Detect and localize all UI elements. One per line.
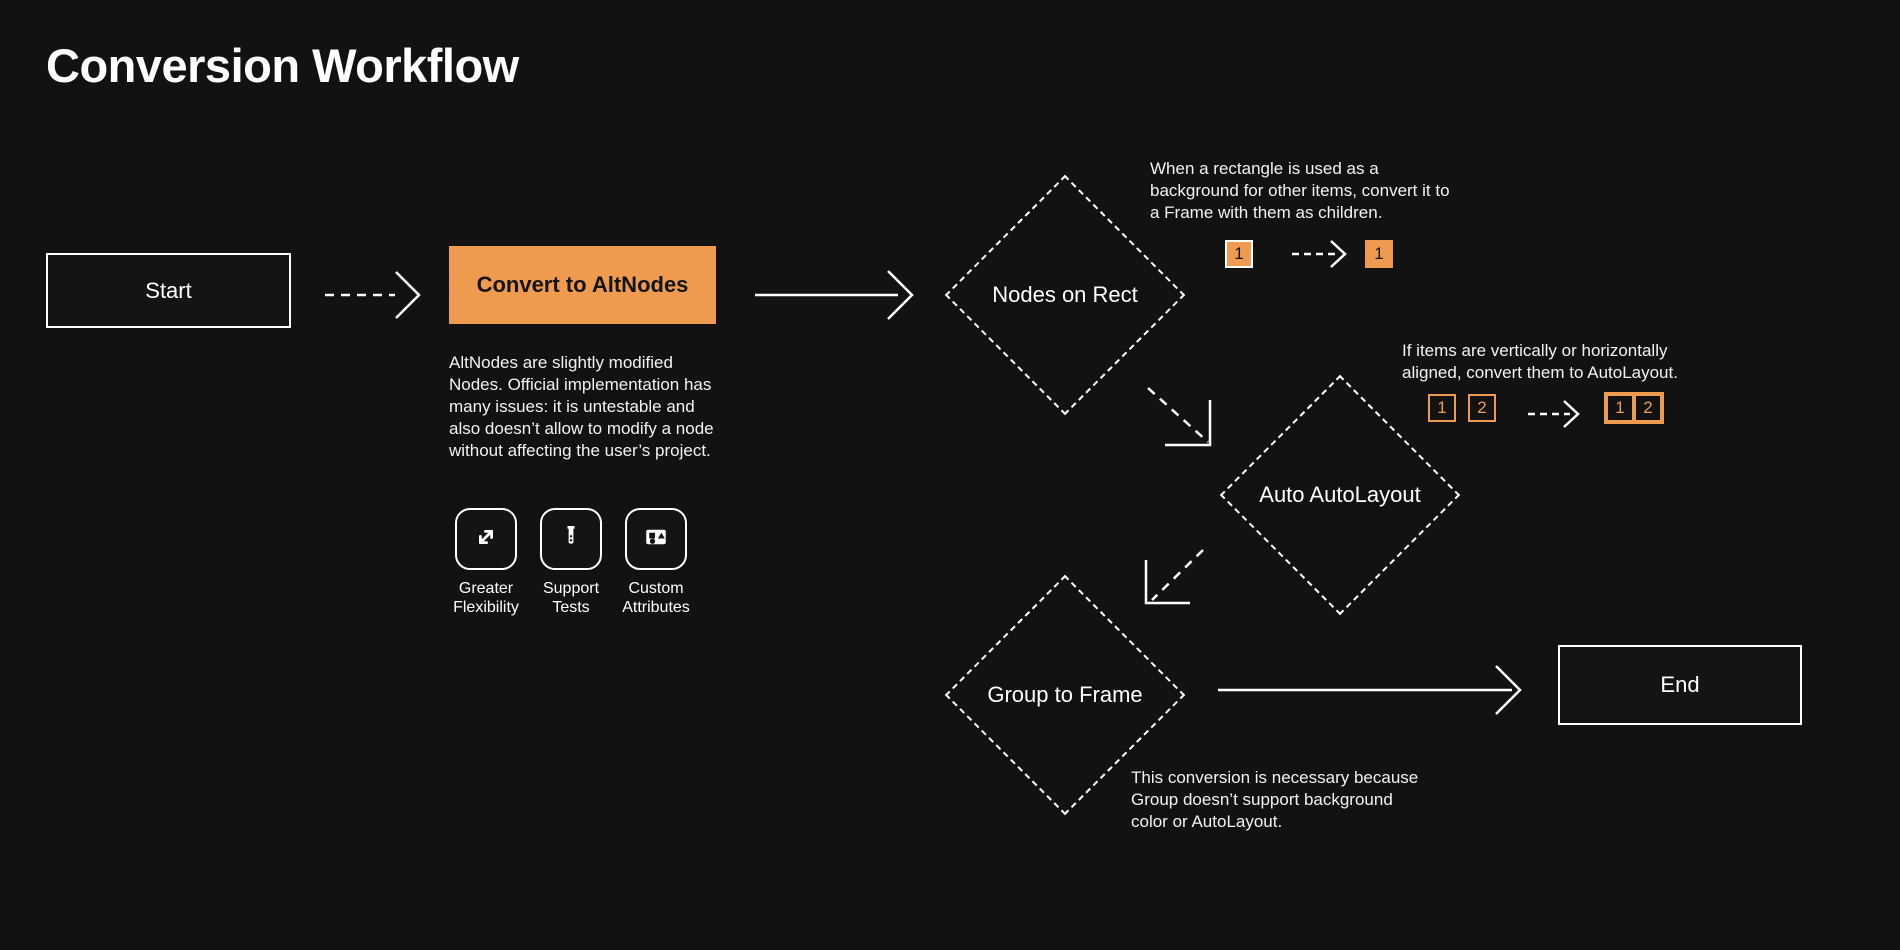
feature-chip [625,508,687,570]
expand-arrows-icon [471,522,501,557]
node-group-to-frame[interactable]: Group to Frame [944,574,1186,816]
annotation-group-to-frame: This conversion is necessary because Gro… [1131,768,1419,831]
node-auto-autolayout-label: Auto AutoLayout [1259,482,1421,507]
node-nodes-on-rect-label: Nodes on Rect [992,282,1138,307]
node-convert-to-altnodes[interactable]: Convert to AltNodes [449,246,716,324]
badge-before-1: 1 [1428,394,1456,422]
node-start-label: Start [145,277,192,303]
node-start[interactable]: Start [46,253,291,328]
feature-label: Support Tests [542,580,600,616]
connector-start-to-convert [325,271,421,319]
altnodes-description: AltNodes are slightly modified Nodes. Of… [449,353,714,460]
node-auto-autolayout[interactable]: Auto AutoLayout [1219,374,1461,616]
feature-greater-flexibility[interactable]: Greater Flexibility [452,508,520,617]
feature-support-tests[interactable]: Support Tests [537,508,605,617]
annotation-auto-autolayout: If items are vertically or horizontally … [1402,341,1678,382]
node-end-label: End [1660,672,1700,697]
feature-label: Custom Attributes [622,580,690,616]
badge-row-auto-autolayout: 1 2 1 2 [1428,392,1664,424]
connector-grouptoframe-to-end [1218,665,1522,715]
node-group-to-frame-label: Group to Frame [987,682,1143,707]
badge-before-1: 1 [1225,240,1253,268]
node-nodes-on-rect[interactable]: Nodes on Rect [944,174,1186,416]
page-title: Conversion Workflow [46,39,519,92]
shapes-attributes-icon [641,522,671,557]
badge-after-2: 2 [1634,394,1662,422]
annotation-nodes-on-rect: When a rectangle is used as a background… [1150,159,1450,222]
badge-row-nodes-on-rect: 1 1 [1225,240,1393,268]
badge-after-1: 1 [1365,240,1393,268]
feature-chip [540,508,602,570]
feature-label: Greater Flexibility [453,580,519,616]
badge-group-after: 1 2 [1604,392,1664,424]
node-convert-label: Convert to AltNodes [476,272,689,297]
node-end[interactable]: End [1558,645,1802,725]
test-tube-icon [556,522,586,557]
badge-before-2: 2 [1468,394,1496,422]
feature-chip [455,508,517,570]
badge-after-1: 1 [1606,394,1634,422]
connector-convert-to-nodesonrect [755,270,914,320]
feature-list: Greater Flexibility Support Tests [452,508,690,617]
feature-custom-attributes[interactable]: Custom Attributes [622,508,690,617]
